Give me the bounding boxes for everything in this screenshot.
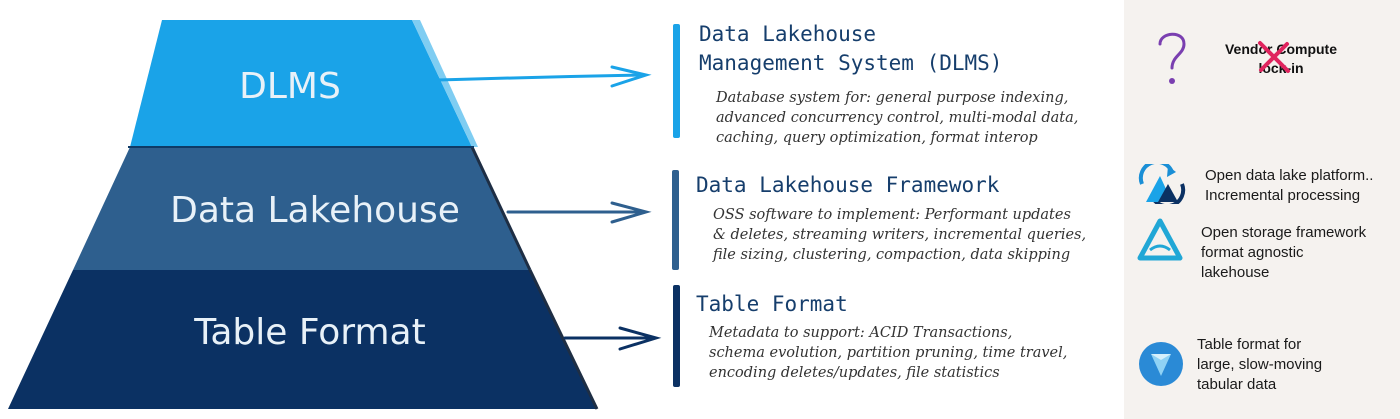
dlms-title: Data Lakehouse Management System (DLMS) bbox=[699, 20, 1002, 78]
arrow-table-format bbox=[563, 326, 662, 351]
marker-bar-table-format bbox=[673, 285, 680, 387]
hudi-logo-icon bbox=[1138, 164, 1186, 204]
table-format-description-line-1: Metadata to support: ACID Transactions, bbox=[709, 325, 1013, 341]
arrow-lakehouse bbox=[506, 201, 652, 224]
side-item-iceberg-line-1: Table format for bbox=[1197, 336, 1302, 353]
tier-middle-shape bbox=[73, 147, 530, 270]
dlms-description-line-3: caching, query optimization, format inte… bbox=[716, 130, 1038, 146]
tier-edge-bottom bbox=[528, 269, 599, 410]
table-format-description-line-2: schema evolution, partition pruning, tim… bbox=[709, 345, 1068, 361]
dlms-title-line-1: Data Lakehouse bbox=[699, 22, 877, 46]
dlms-title-line-2: Management System (DLMS) bbox=[699, 51, 1003, 75]
iceberg-logo-icon bbox=[1139, 342, 1183, 386]
side-item-delta-line-1: Open storage framework bbox=[1201, 224, 1367, 241]
table-format-title: Table Format bbox=[696, 290, 848, 319]
tier-top-highlight bbox=[412, 20, 478, 147]
marker-bar-dlms bbox=[673, 24, 680, 138]
arrow-dlms bbox=[436, 65, 652, 88]
marker-bar-lakehouse bbox=[672, 170, 679, 270]
framework-description: OSS software to implement: Performant up… bbox=[713, 205, 1086, 265]
side-item-hudi-line-1: Open data lake platform.. bbox=[1205, 167, 1374, 184]
side-item-iceberg-line-2: large, slow-moving bbox=[1197, 356, 1323, 373]
question-mark-icon bbox=[1158, 32, 1186, 84]
table-format-description: Metadata to support: ACID Transactions, … bbox=[709, 323, 1067, 383]
tier-label-dlms: DLMS bbox=[239, 66, 341, 107]
dlms-description-line-2: advanced concurrency control, multi-moda… bbox=[716, 110, 1079, 126]
side-item-iceberg: Table format for large, slow-moving tabu… bbox=[1197, 335, 1322, 395]
framework-title: Data Lakehouse Framework bbox=[696, 171, 999, 200]
dlms-description-line-1: Database system for: general purpose ind… bbox=[716, 90, 1069, 106]
side-item-hudi-line-2: Incremental processing bbox=[1205, 187, 1361, 204]
tier-top-shape bbox=[130, 20, 472, 147]
side-item-iceberg-line-3: tabular data bbox=[1197, 376, 1277, 393]
pyramid bbox=[8, 20, 680, 410]
delta-lake-logo-icon bbox=[1137, 218, 1183, 261]
side-item-delta: Open storage framework format agnostic l… bbox=[1201, 223, 1366, 283]
framework-description-line-3: file sizing, clustering, compaction, dat… bbox=[713, 247, 1071, 263]
tier-bottom-shape bbox=[8, 270, 597, 409]
side-item-delta-line-2: format agnostic bbox=[1201, 244, 1304, 261]
tier-label-table-format: Table Format bbox=[194, 312, 426, 353]
table-format-title-line-1: Table Format bbox=[696, 292, 848, 316]
framework-description-line-1: OSS software to implement: Performant up… bbox=[713, 207, 1071, 223]
cross-icon bbox=[1258, 41, 1290, 73]
tier-label-data-lakehouse: Data Lakehouse bbox=[170, 190, 460, 231]
side-item-hudi: Open data lake platform.. Incremental pr… bbox=[1205, 166, 1373, 206]
framework-description-line-2: & deletes, streaming writers, incrementa… bbox=[713, 227, 1087, 243]
side-item-delta-line-3: lakehouse bbox=[1201, 264, 1270, 281]
framework-title-line-1: Data Lakehouse Framework bbox=[696, 173, 1000, 197]
table-format-description-line-3: encoding deletes/updates, file statistic… bbox=[709, 365, 1000, 381]
tier-edge-top bbox=[470, 146, 532, 271]
dlms-description: Database system for: general purpose ind… bbox=[716, 88, 1078, 148]
